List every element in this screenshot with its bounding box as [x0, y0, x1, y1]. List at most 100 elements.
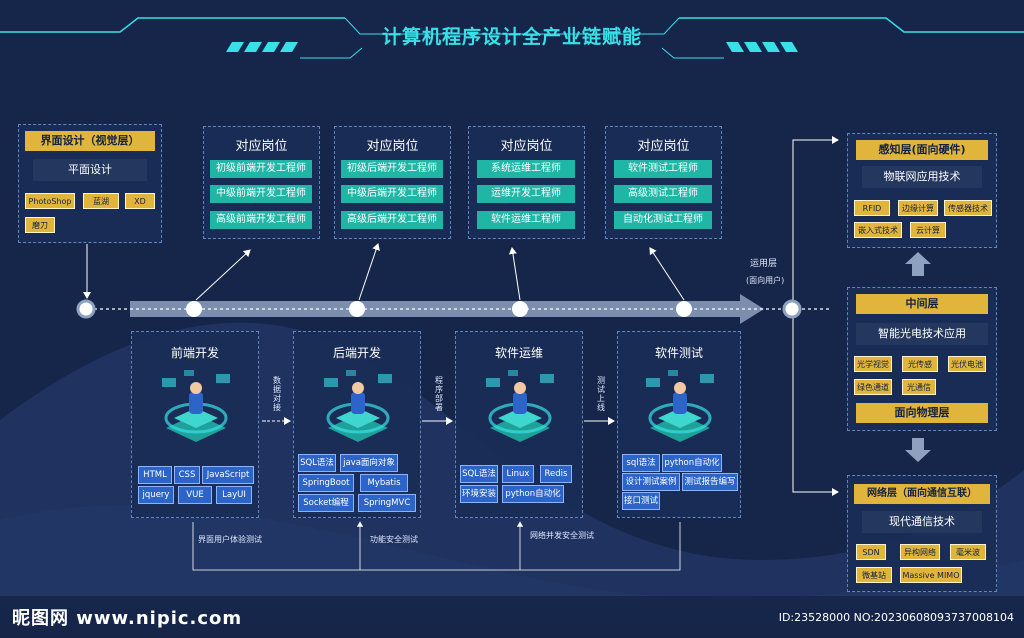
perception-tag: 嵌入式技术: [854, 222, 902, 238]
tech-tag: CSS: [174, 466, 200, 484]
perception-tag: 传感器技术: [944, 200, 992, 216]
test-label-network: 网络并发安全测试: [530, 531, 594, 540]
connector-label-data: 数据对接: [273, 376, 281, 412]
stage-title: 后端开发: [332, 346, 381, 360]
role-item: 运维开发工程师: [477, 185, 575, 203]
post-title: 对应岗位: [235, 139, 288, 154]
tech-tag: Redis: [540, 465, 572, 483]
role-item: 高级前端开发工程师: [210, 211, 312, 229]
role-item: 高级测试工程师: [614, 185, 712, 203]
perception-layer-box: 感知层(面向硬件) 物联网应用技术 RFID 边缘计算 传感器技术 嵌入式技术 …: [847, 133, 997, 248]
role-item: 软件测试工程师: [614, 160, 712, 178]
connector-label-release: 测试上线: [597, 376, 605, 412]
post-box-ops: 对应岗位 系统运维工程师 运维开发工程师 软件运维工程师: [468, 126, 585, 239]
tech-tag: python自动化: [662, 454, 722, 472]
network-tag: 微基站: [856, 567, 892, 583]
connector-label-deploy: 程序部署: [435, 376, 443, 412]
page-title: 计算机程序设计全产业链赋能: [381, 26, 642, 48]
ui-design-header: 界面设计（视觉层）: [25, 131, 155, 151]
tech-tag: Linux: [502, 465, 534, 483]
timeline-node-start: [76, 299, 96, 319]
post-box-test: 对应岗位 软件测试工程师 高级测试工程师 自动化测试工程师: [605, 126, 722, 239]
developer-illustration: [162, 370, 230, 442]
post-title: 对应岗位: [500, 139, 553, 154]
stage-box-ops: 软件运维 SQL语法 Linux Redis 环境安装 python自动化: [455, 331, 583, 518]
role-item: 中级后端开发工程师: [341, 185, 443, 203]
network-tag: 毫米波: [950, 544, 986, 560]
tech-tag: java面向对象: [340, 454, 398, 472]
network-tag: Massive MIMO: [900, 567, 962, 583]
timeline-node-ops: [512, 301, 528, 317]
tech-tag: 测试报告编写: [682, 473, 738, 491]
tech-tag: 环境安装: [460, 485, 498, 503]
perception-tag: RFID: [854, 200, 890, 216]
timeline-node-frontend: [186, 301, 202, 317]
role-item: 初级前端开发工程师: [210, 160, 312, 178]
stage-title: 前端开发: [170, 346, 219, 360]
tech-tag: SpringBoot: [298, 474, 354, 492]
role-item: 系统运维工程师: [477, 160, 575, 178]
tech-tag: JavaScript: [202, 466, 254, 484]
network-layer-box: 网络层（面向通信互联） 现代通信技术 SDN 异构网络 毫米波 微基站 Mass…: [847, 475, 997, 592]
tech-tag: sql语法: [622, 454, 660, 472]
middle-tag: 光通信: [902, 379, 936, 395]
perception-subheader: 物联网应用技术: [862, 166, 982, 188]
post-title: 对应岗位: [637, 139, 690, 154]
tech-tag: 设计测试案例: [622, 473, 680, 491]
tech-tag: SQL语法: [460, 465, 498, 483]
developer-illustration: [486, 370, 554, 442]
tech-tag: LayUI: [216, 486, 252, 504]
developer-illustration: [646, 370, 714, 442]
post-box-backend: 对应岗位 初级后端开发工程师 中级后端开发工程师 高级后端开发工程师: [334, 126, 451, 239]
tech-tag: Mybatis: [360, 474, 408, 492]
stage-title: 软件运维: [494, 346, 543, 360]
stage-title: 软件测试: [654, 346, 703, 360]
stage-box-frontend: 前端开发 HTML CSS JavaScript jquery VUE LayU…: [131, 331, 259, 518]
tool-tag: 蓝湖: [83, 193, 119, 209]
perception-tag: 云计算: [910, 222, 946, 238]
middle-tag: 光学视觉: [854, 356, 892, 372]
tool-tag: XD: [125, 193, 155, 209]
role-item: 自动化测试工程师: [614, 211, 712, 229]
timeline-node-end: [782, 299, 802, 319]
watermark-strip: [0, 596, 1024, 638]
tool-tag: 磨刀: [25, 217, 55, 233]
tech-tag: jquery: [138, 486, 174, 504]
middle-header: 中间层: [856, 294, 988, 314]
network-header: 网络层（面向通信互联）: [854, 484, 990, 504]
post-box-frontend: 对应岗位 初级前端开发工程师 中级前端开发工程师 高级前端开发工程师: [203, 126, 320, 239]
tool-tag: PhotoShop: [25, 193, 75, 209]
middle-tag: 光伏电池: [948, 356, 986, 372]
tech-tag: SpringMVC: [358, 494, 416, 512]
tech-tag: VUE: [178, 486, 212, 504]
tech-tag: Socket编程: [298, 494, 354, 512]
role-item: 高级后端开发工程师: [341, 211, 443, 229]
middle-tag: 光传感: [902, 356, 938, 372]
stage-box-test: 软件测试 sql语法 python自动化 设计测试案例 测试报告编写 接口测试: [617, 331, 741, 518]
middle-footer: 面向物理层: [856, 403, 988, 423]
network-tag: SDN: [856, 544, 886, 560]
network-tag: 异构网络: [900, 544, 940, 560]
watermark-id: ID:23528000 NO:20230608093737008104: [778, 611, 1014, 624]
header-decoration: [0, 17, 1024, 59]
middle-layer-box: 中间层 智能光电技术应用 光学视觉 光传感 光伏电池 绿色通道 光通信 面向物理…: [847, 287, 997, 431]
developer-illustration: [324, 370, 392, 442]
tech-tag: 接口测试: [622, 492, 660, 510]
role-item: 初级后端开发工程师: [341, 160, 443, 178]
middle-tag: 绿色通道: [854, 379, 892, 395]
ui-design-box: 界面设计（视觉层） 平面设计 PhotoShop 蓝湖 XD 磨刀: [18, 124, 162, 243]
test-label-function: 功能安全测试: [370, 535, 418, 544]
tech-tag: python自动化: [502, 485, 564, 503]
role-item: 软件运维工程师: [477, 211, 575, 229]
middle-subheader: 智能光电技术应用: [856, 323, 988, 345]
role-item: 中级前端开发工程师: [210, 185, 312, 203]
timeline-node-backend: [349, 301, 365, 317]
application-layer-sublabel: (面向用户): [746, 276, 785, 285]
perception-tag: 边缘计算: [898, 200, 938, 216]
network-subheader: 现代通信技术: [862, 511, 982, 533]
application-layer-label: 运用层: [750, 259, 778, 269]
timeline-node-test: [676, 301, 692, 317]
post-title: 对应岗位: [366, 139, 419, 154]
test-label-ux: 界面用户体验测试: [198, 535, 262, 544]
